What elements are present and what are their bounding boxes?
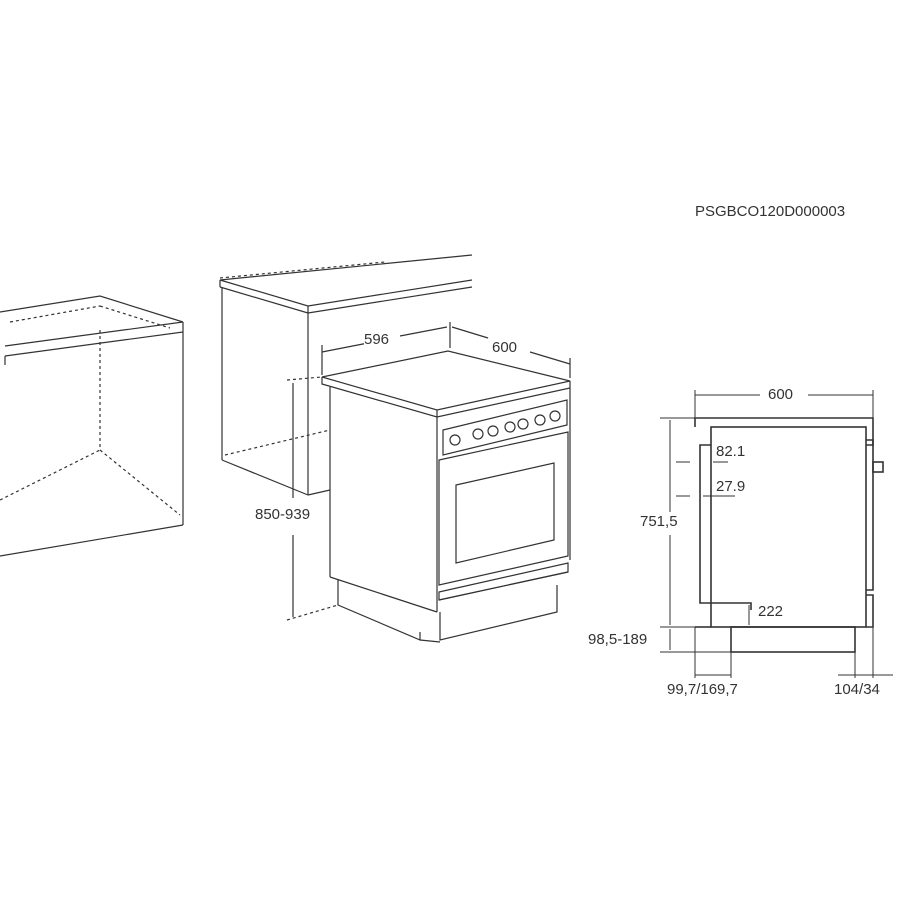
feet-height-label: 98,5-189: [588, 631, 648, 648]
left-cabinet: [0, 295, 184, 557]
front-recess-label: 99,7/169,7: [667, 681, 738, 698]
perspective-dimensions: [286, 322, 571, 621]
back-recess-label: 104/34: [834, 681, 880, 698]
handle-bottom-label: 222: [758, 603, 784, 620]
handle-offset-top-label: 82.1: [716, 443, 746, 460]
depth-label: 600: [492, 339, 518, 356]
side-dimensions: [660, 390, 893, 678]
body-height-label: 751,5: [640, 513, 678, 530]
height-label: 850-939: [255, 506, 311, 523]
knobs: [449, 410, 561, 446]
model-code: PSGBCO120D000003: [695, 203, 846, 220]
side-width-label: 600: [768, 386, 794, 403]
handle-offset-label: 27.9: [716, 478, 746, 495]
middle-cabinet: [219, 254, 473, 496]
width-label: 596: [364, 331, 390, 348]
cooker-perspective: [321, 350, 571, 643]
